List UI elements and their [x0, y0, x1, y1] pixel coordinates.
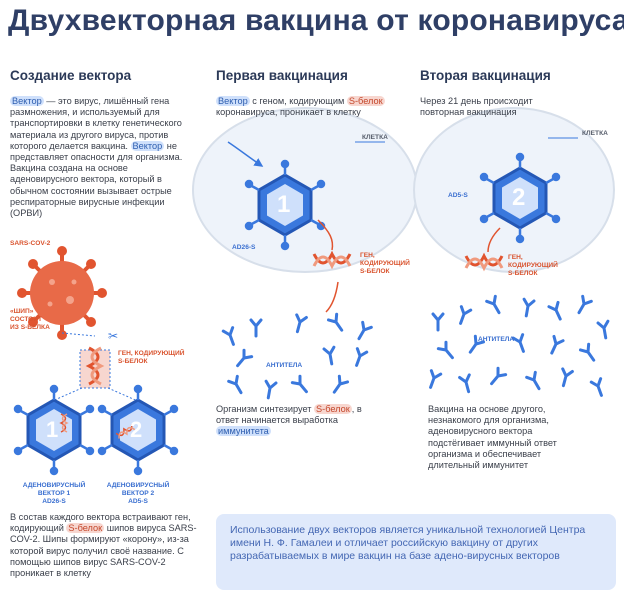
vector-2-number: 2 — [130, 417, 143, 442]
note-box — [216, 514, 616, 590]
col2-vector-number: 1 — [277, 191, 291, 218]
antibodies-label-2: АНТИТЕЛА — [478, 336, 515, 343]
first-vaccination-part2: коронавируса, проникает в клетку — [216, 107, 361, 118]
vector-definition-part2: не представляет опасности для организма.… — [10, 140, 183, 219]
highlight-vector: Вектор — [10, 96, 44, 106]
composition-part1: В состав каждого вектора встраивают ген,… — [10, 512, 191, 534]
heading-first-vaccination: Первая вакцинация — [216, 68, 348, 83]
col3-vector-number: 2 — [512, 184, 526, 211]
immunity-part1: Организм синтезирует — [216, 404, 312, 414]
highlight-vector-col2: Вектор — [216, 96, 250, 106]
highlight-sbelok-col2b: S-белок — [314, 404, 352, 414]
vector-2-caption: АДЕНОВИРУСНЫЙ ВЕКТОР 2 AD5-S — [106, 482, 170, 505]
page-title: Двухвекторная вакцина от коронавируса — [8, 4, 624, 37]
antibodies-label-1: АНТИТЕЛА — [266, 362, 303, 369]
ad26-label: AD26-S — [232, 244, 256, 251]
spike-label: «ШИП» СОСТОИТ ИЗ S-БЕЛКА — [10, 308, 50, 331]
antibodies-1 — [221, 312, 373, 401]
highlight-sbelok: S-белок — [66, 523, 105, 534]
vector-composition-text: В состав каждого вектора встраивают ген,… — [10, 512, 200, 579]
heading-vector-creation: Создание вектора — [10, 68, 132, 83]
col2-gene-label: ГЕН, КОДИРУЮЩИЙ S-БЕЛОК — [360, 252, 410, 275]
sars-label: SARS-COV-2 — [10, 240, 51, 247]
vector-definition-text: Вектор — это вирус, лишённый гена размно… — [10, 96, 188, 219]
note-text: Использование двух векторов является уни… — [230, 524, 586, 562]
cell-label-2: КЛЕТКА — [582, 130, 608, 137]
vector-1-caption: АДЕНОВИРУСНЫЙ ВЕКТОР 1 AD26-S — [22, 482, 86, 505]
highlight-vector-2: Вектор — [130, 140, 165, 151]
scissors-icon: ✂ — [108, 329, 118, 343]
cell-label-1: КЛЕТКА — [362, 134, 388, 141]
second-vaccination-text: Через 21 день происходит повторная вакци… — [420, 96, 533, 118]
highlight-sbelok-col2: S-белок — [346, 96, 385, 106]
first-vaccination-part1: с геном, кодирующим — [249, 96, 345, 106]
heading-second-vaccination: Вторая вакцинация — [420, 68, 551, 83]
composition-part2: шипов вируса SARS-COV-2. Шипы формируют … — [10, 523, 197, 579]
immunity-text: Организм синтезирует S-белок, в ответ на… — [216, 404, 386, 438]
gene-label: ГЕН, КОДИРУЮЩИЙ S-БЕЛОК — [118, 350, 185, 365]
vector-1-number: 1 — [46, 417, 59, 442]
first-vaccination-text: Вектор с геном, кодирующим S-белок корон… — [216, 96, 386, 118]
immunity-part2: , в ответ начинается выработка — [216, 404, 362, 426]
highlight-immunity: иммунитета — [216, 426, 271, 437]
ad5-label: AD5-S — [448, 192, 468, 199]
coronavirus-icon — [17, 246, 107, 340]
long-immunity-text: Вакцина на основе другого, незнакомого д… — [428, 404, 557, 471]
col3-gene-label: ГЕН, КОДИРУЮЩИЙ S-БЕЛОК — [508, 254, 558, 277]
vector-definition-part1: — это вирус, лишённый гена размножения, … — [10, 96, 182, 151]
antibodies-2 — [424, 294, 613, 399]
